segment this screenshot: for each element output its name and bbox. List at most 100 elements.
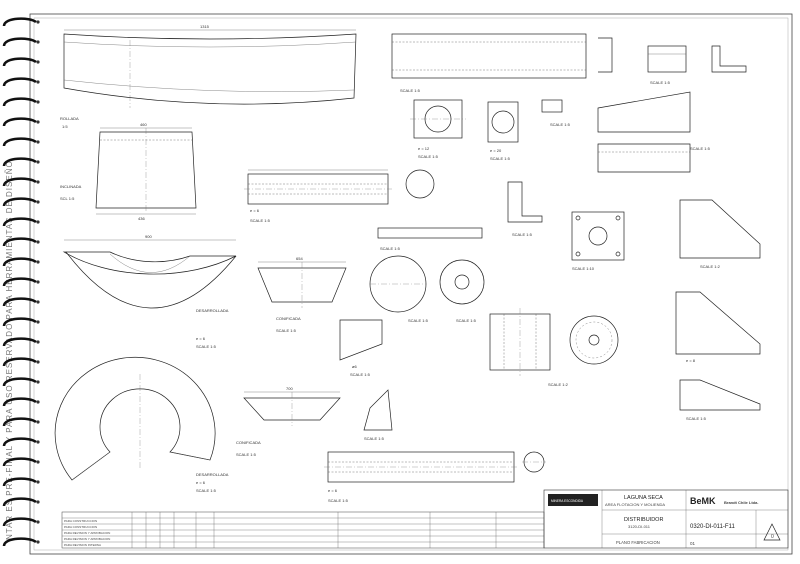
shaft-view-2: e = 6 SCALE 1:5 xyxy=(324,451,518,503)
conified-view-2: 700 CONIFICADA SCALE 1:5 xyxy=(236,386,341,457)
plate-scale: 1:5 xyxy=(62,124,68,129)
binding-ring xyxy=(2,97,37,107)
gusset-view-1: SCALE 1:5 xyxy=(363,389,393,441)
warning-triangle-icon xyxy=(763,523,781,541)
wedge-bracket-1 xyxy=(597,91,691,133)
flange-disc xyxy=(569,315,619,365)
sheet-inner-border xyxy=(33,17,789,551)
desarrollada1-sub: e = 6 xyxy=(196,336,206,341)
binding-hole xyxy=(36,280,40,284)
svg-text:654: 654 xyxy=(296,256,303,261)
base-plate-view: SCALE 1:10 xyxy=(571,211,625,271)
flange-plate-view: e = 20 SCALE 1:5 xyxy=(487,101,519,161)
channel-view: SCALE 1:5 xyxy=(391,33,613,93)
revision-row: PARA CONSTRUCCION xyxy=(64,525,97,529)
binding-ring xyxy=(2,517,37,527)
l-bracket-scale: SCALE 1:5 xyxy=(512,232,533,237)
binding-ring xyxy=(2,297,37,307)
section-view: SCALE 1:2 xyxy=(489,308,569,387)
rolled-plate-view: 1315 ROLLADA 1:5 xyxy=(60,24,357,129)
conificada1-scale: SCALE 1:5 xyxy=(276,328,297,333)
wedge-bracket-2 xyxy=(597,143,691,173)
binding-ring xyxy=(2,337,37,347)
drawing-number: 0320-DI-011-F11 xyxy=(690,524,735,530)
conificada2-label: CONIFICADA xyxy=(236,440,261,445)
svg-text:460: 460 xyxy=(140,122,147,127)
binding-hole xyxy=(36,100,40,104)
binding-hole xyxy=(36,60,40,64)
binding-ring xyxy=(2,357,37,367)
developed-ring-view-2: DESARROLLADA e = 6 SCALE 1:5 xyxy=(54,356,229,493)
gusset-view-2 xyxy=(679,199,761,259)
binding-hole xyxy=(36,420,40,424)
binding-ring xyxy=(2,117,37,127)
sheet-number: 01 xyxy=(690,541,696,546)
base-plate-scale: SCALE 1:10 xyxy=(572,266,595,271)
revision-row: PARA REVISION INTERNA xyxy=(64,543,101,547)
binding-ring xyxy=(2,417,37,427)
svg-text:e = 12: e = 12 xyxy=(418,146,430,151)
title-block: MINERA ESCONDIDA LAGUNA SECA AREA FLOTAC… xyxy=(543,489,789,549)
binding-hole xyxy=(36,440,40,444)
gusset-view-3 xyxy=(675,291,761,355)
binding-hole xyxy=(36,20,40,24)
disc-ring xyxy=(439,259,485,305)
binding-hole xyxy=(36,340,40,344)
gusset4-scale: SCALE 1:5 xyxy=(686,416,707,421)
svg-text:e = 6: e = 6 xyxy=(328,488,338,493)
shaft1-scale: SCALE 1:5 xyxy=(250,218,271,223)
binding-hole xyxy=(36,460,40,464)
binding-ring xyxy=(2,497,37,507)
disc-scale: SCALE 1:5 xyxy=(408,318,429,323)
binding-hole xyxy=(36,480,40,484)
project-name: LAGUNA SECA xyxy=(624,495,663,501)
block1-scale: SCALE 1:5 xyxy=(650,80,671,85)
binding-ring xyxy=(2,57,37,67)
item-name: DISTRIBUIDOR xyxy=(624,517,663,523)
binding-ring xyxy=(2,457,37,467)
svg-text:e = 6: e = 6 xyxy=(250,208,260,213)
long-rod xyxy=(377,227,483,239)
shaft-view-1: e = 6 SCALE 1:5 xyxy=(244,169,392,223)
conificada1-label: CONIFICADA xyxy=(276,316,301,321)
binding-ring xyxy=(2,437,37,447)
l-bracket xyxy=(507,181,543,223)
binding-hole xyxy=(36,80,40,84)
developed-ring-view-1: 900 DESARROLLADA e = 6 SCALE 1:5 xyxy=(62,234,237,349)
spiral-binding-icon xyxy=(2,17,40,547)
disc-ring-scale: SCALE 1:5 xyxy=(456,318,477,323)
desarrollada2-sub: e = 6 xyxy=(196,480,206,485)
binding-hole xyxy=(36,400,40,404)
binding-hole xyxy=(36,40,40,44)
small-plate1-scale: SCALE 1:5 xyxy=(350,372,371,377)
flange-plate-scale: SCALE 1:5 xyxy=(490,156,511,161)
binding-hole xyxy=(36,160,40,164)
drilled-plate-scale: SCALE 1:5 xyxy=(418,154,439,159)
inclinada-label: INCLINADA xyxy=(60,184,82,189)
binding-ring xyxy=(2,317,37,327)
gusset2-scale: SCALE 1:2 xyxy=(700,264,721,269)
small-plate-view-1: ø6 SCALE 1:5 xyxy=(339,319,383,377)
conified-view-1: 654 CONIFICADA SCALE 1:5 xyxy=(257,256,347,333)
desarrollada2-scale: SCALE 1:5 xyxy=(196,488,217,493)
gusset-view-4 xyxy=(679,379,761,411)
block-view-1: SCALE 1:5 xyxy=(647,45,687,85)
small-disc xyxy=(405,169,435,199)
long-rod-scale: SCALE 1:5 xyxy=(380,246,401,251)
binding-ring xyxy=(2,277,37,287)
revision-row: PARA REVISION Y APROBACION xyxy=(64,537,110,541)
shaft2-scale: SCALE 1:5 xyxy=(328,498,349,503)
binding-hole xyxy=(36,240,40,244)
wedge-scale: SCALE 1:5 xyxy=(690,146,711,151)
binding-ring xyxy=(2,77,37,87)
thin-plate xyxy=(541,99,563,113)
binding-hole xyxy=(36,320,40,324)
svg-text:e = 20: e = 20 xyxy=(490,148,502,153)
binding-hole xyxy=(36,220,40,224)
inclinada-scale: SCL 1:5 xyxy=(60,196,75,201)
binding-hole xyxy=(36,140,40,144)
svg-text:700: 700 xyxy=(286,386,293,391)
gusset1-scale: SCALE 1:5 xyxy=(364,436,385,441)
section-scale: SCALE 1:2 xyxy=(548,382,569,387)
